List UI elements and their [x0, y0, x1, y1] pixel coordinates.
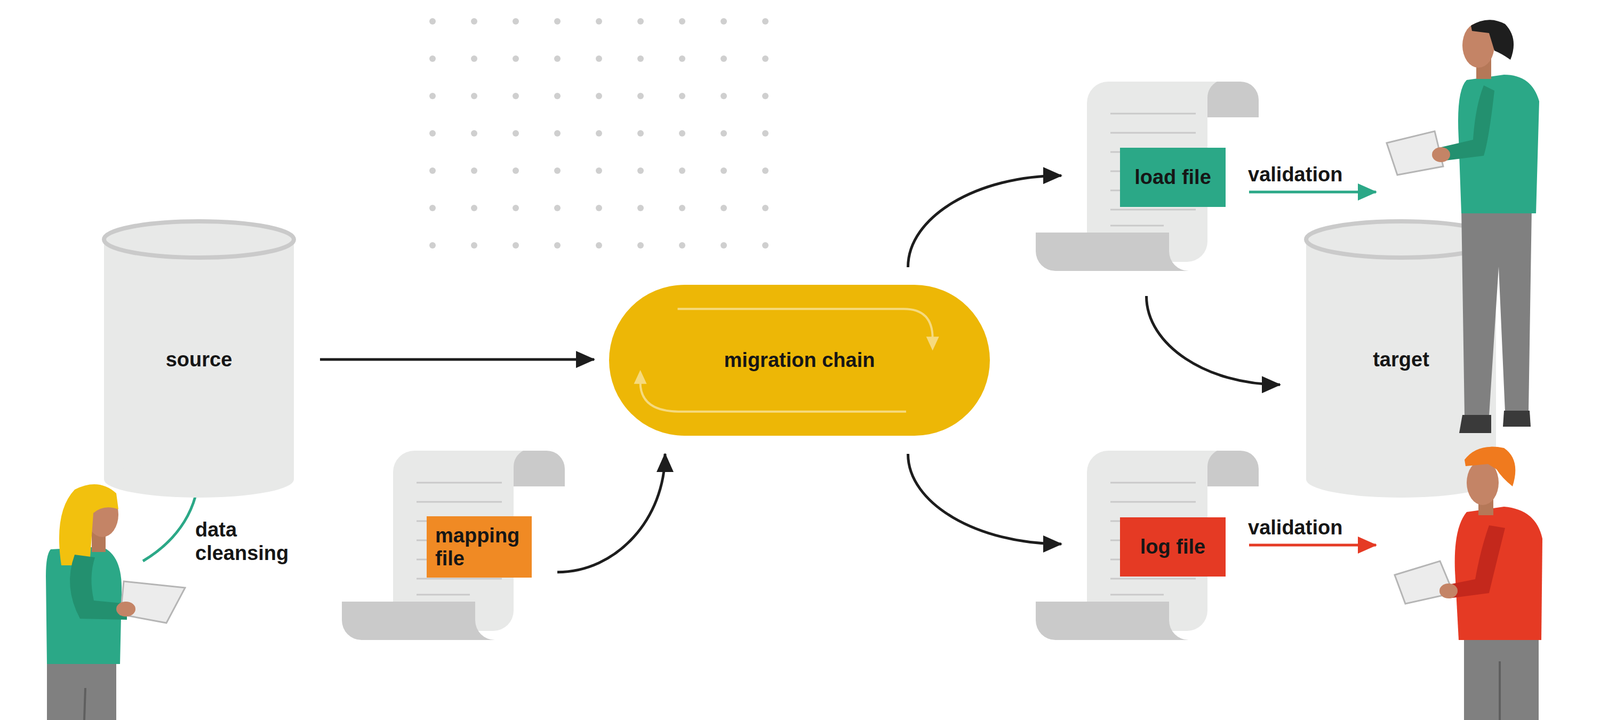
file-tag: mapping file — [426, 516, 532, 578]
man-figure — [1386, 19, 1540, 434]
node-label: source — [165, 348, 233, 372]
node-label: migration chain — [724, 348, 876, 372]
mapping-scroll — [341, 450, 565, 640]
cycle-line — [640, 382, 907, 412]
text-group: source — [165, 348, 233, 372]
cylinder-body — [104, 239, 294, 480]
flow-label: data cleansing — [195, 518, 302, 565]
woman-figure — [45, 484, 186, 720]
database-cylinder: target — [1304, 219, 1499, 500]
validation-arrow — [1249, 190, 1376, 194]
text-group: target — [1372, 348, 1430, 372]
file-tag: load file — [1120, 147, 1226, 207]
node-label: log file — [1140, 535, 1206, 559]
flow-arrow — [320, 358, 595, 362]
load-scroll — [1035, 81, 1259, 271]
cylinder-body — [1306, 239, 1496, 480]
dot-grid — [411, 2, 787, 264]
file-tag: log file — [1120, 517, 1226, 577]
cylinder-top — [1306, 221, 1496, 258]
node-label: target — [1372, 348, 1430, 372]
flow-arrow — [907, 453, 1062, 544]
flow-label: validation — [1248, 163, 1376, 187]
process-pill: migration chain — [609, 284, 990, 436]
flow-arrow — [907, 175, 1062, 268]
node-label: load file — [1134, 165, 1212, 189]
text-group: mapping file — [435, 524, 524, 570]
man-figure — [1394, 446, 1543, 720]
text-group: migration chain — [724, 348, 876, 372]
cylinder-top — [104, 221, 294, 258]
flow-arrow — [1146, 296, 1281, 385]
log-scroll — [1035, 450, 1259, 640]
cylinder-base — [104, 461, 294, 498]
flow-label: validation — [1248, 516, 1376, 540]
text-group: load file — [1134, 165, 1212, 189]
database-cylinder: source — [101, 219, 296, 500]
cycle-head — [634, 370, 647, 384]
cycle-line — [677, 308, 933, 339]
cycle-head — [926, 336, 940, 351]
cylinder-base — [1306, 461, 1496, 498]
text-group: log file — [1140, 535, 1206, 559]
validation-arrow — [1249, 544, 1376, 547]
node-label: mapping file — [435, 524, 524, 570]
flow-arrow — [557, 453, 666, 573]
